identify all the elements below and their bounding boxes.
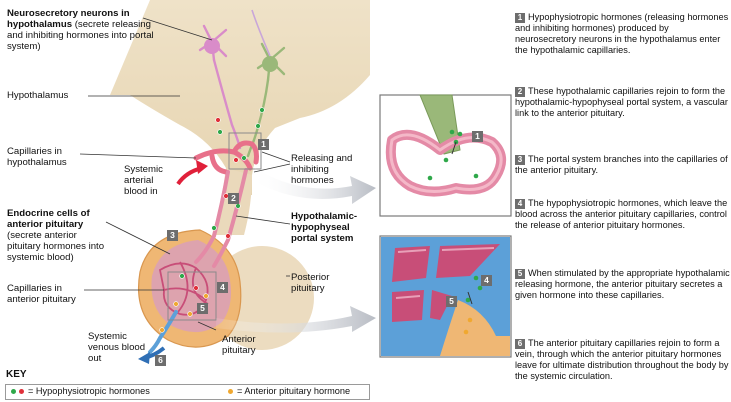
label-hypothalamus: Hypothalamus [7, 90, 68, 101]
endocrine-title: Endocrine cells of anterior pituitary [7, 208, 90, 230]
marker-4: 4 [217, 282, 228, 293]
label-capillaries-hypothalamus: Capillaries in hypothalamus [7, 146, 79, 168]
key-dot-yellow [228, 389, 233, 394]
label-posterior-pituitary: Posterior pituitary [291, 272, 341, 294]
key-dot-red [19, 389, 24, 394]
key-title: KEY [6, 369, 27, 380]
key-dot-green [11, 389, 16, 394]
step-1-text: Hypophysiotropic hormones (releasing hor… [515, 12, 728, 55]
marker-5: 5 [197, 303, 208, 314]
marker-6: 6 [155, 355, 166, 366]
label-neurosecretory-neurons: Neurosecretory neurons in hypothalamus (… [7, 8, 157, 52]
inset-marker-4: 4 [481, 275, 492, 286]
label-capillaries-anterior: Capillaries in anterior pituitary [7, 283, 87, 305]
label-endocrine-cells: Endocrine cells of anterior pituitary (s… [7, 208, 113, 263]
step-5-text: When stimulated by the appropriate hypot… [515, 268, 730, 300]
marker-1: 1 [258, 139, 269, 150]
step-4-text: The hypophysiotropic hormones, which lea… [515, 198, 727, 230]
step-2-text: These hypothalamic capillaries rejoin to… [515, 86, 728, 118]
step-1-number: 1 [515, 13, 525, 23]
endocrine-desc: (secrete anterior pituitary hormones int… [7, 230, 104, 263]
label-portal-system: Hypothalamic-hypophyseal portal system [291, 211, 363, 244]
step-5-number: 5 [515, 269, 525, 279]
key-box: = Hypophysiotropic hormones = Anterior p… [5, 384, 370, 400]
inset-marker-5: 5 [446, 296, 457, 307]
label-systemic-venous: Systemic venous blood out [88, 331, 146, 364]
marker-3: 3 [167, 230, 178, 241]
label-anterior-pituitary: Anterior pituitary [222, 334, 272, 356]
step-2-number: 2 [515, 87, 525, 97]
label-systemic-arterial: Systemic arterial blood in [124, 164, 176, 197]
label-releasing-inhibiting: Releasing and inhibiting hormones [291, 153, 355, 186]
marker-2: 2 [228, 193, 239, 204]
inset-marker-1: 1 [472, 131, 483, 142]
step-3-number: 3 [515, 155, 525, 165]
step-3-text: The portal system branches into the capi… [515, 154, 728, 175]
step-4-number: 4 [515, 199, 525, 209]
inset-upper [380, 95, 511, 216]
step-6-number: 6 [515, 339, 525, 349]
step-6-text: The anterior pituitary capillaries rejoi… [515, 338, 728, 381]
key-anterior-hormone: = Anterior pituitary hormone [237, 386, 350, 397]
key-hypophysiotropic: = Hypophysiotropic hormones [28, 386, 150, 397]
